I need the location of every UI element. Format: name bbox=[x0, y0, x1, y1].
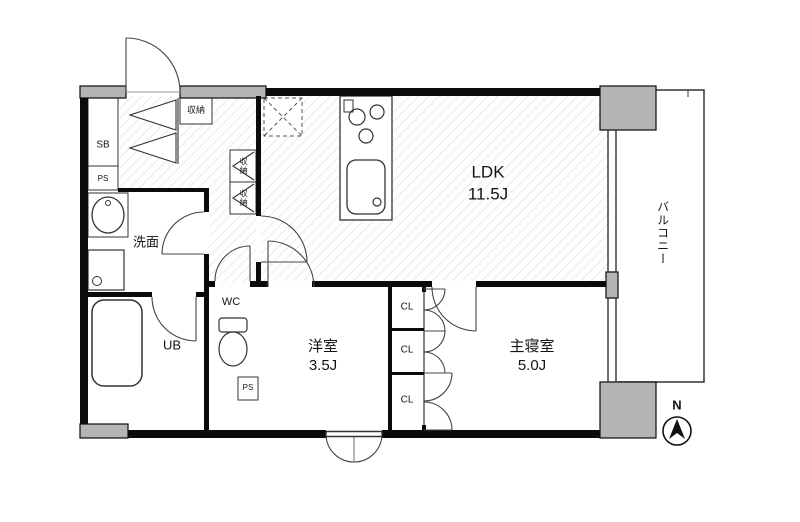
master-bedroom-name: 主寝室 bbox=[509, 337, 555, 355]
exterior-walls bbox=[80, 88, 600, 438]
entry-closet-doors bbox=[128, 98, 179, 164]
entry-storage-box bbox=[179, 97, 213, 125]
bathtub bbox=[91, 299, 143, 387]
label-pipe-space-lower: PS bbox=[242, 382, 254, 392]
label-closet-top: CL bbox=[400, 301, 414, 313]
hall-closet-doors bbox=[232, 151, 255, 213]
hall-ldk-door-arc bbox=[260, 215, 308, 263]
kitchen-counter bbox=[339, 95, 393, 221]
closet-door-arcs bbox=[423, 288, 453, 431]
sb-box bbox=[87, 97, 119, 167]
compass-icon bbox=[662, 416, 692, 446]
doors bbox=[125, 37, 477, 463]
windows bbox=[325, 129, 617, 438]
western-window-casement-arcs bbox=[325, 433, 383, 463]
master-bedroom-size: 5.0J bbox=[517, 357, 547, 374]
kitchen-unit bbox=[339, 95, 393, 221]
label-hall-storage-upper: 収納 bbox=[239, 157, 249, 175]
western-room-size: 3.5J bbox=[308, 357, 338, 374]
storage-boxes bbox=[87, 97, 259, 401]
label-closet-middle: CL bbox=[400, 344, 414, 356]
entrance-door-arc bbox=[125, 37, 181, 93]
balcony-outline bbox=[618, 89, 705, 383]
bedroom-door-arc bbox=[431, 286, 477, 332]
kitchen-sink bbox=[346, 159, 386, 215]
label-entry-storage: 収納 bbox=[186, 105, 206, 116]
ps-box-upper bbox=[87, 165, 119, 191]
room-label-washroom: 洗面 bbox=[132, 234, 160, 250]
wc-door-arc bbox=[214, 245, 251, 282]
ldk-size: 11.5J bbox=[467, 184, 509, 203]
label-balcony: バルコニー bbox=[655, 200, 670, 266]
label-compass-north: N bbox=[672, 397, 682, 413]
bath-door-arc bbox=[151, 296, 197, 342]
toilet-fixture bbox=[218, 317, 248, 367]
kitchen-grill bbox=[343, 99, 354, 113]
ps-box-lower bbox=[237, 376, 259, 401]
refrigerator-space bbox=[263, 97, 303, 137]
washing-machine-pan bbox=[87, 249, 125, 291]
western-room-name: 洋室 bbox=[307, 337, 339, 355]
western-room-door-arc bbox=[267, 240, 315, 288]
label-closet-bottom: CL bbox=[400, 394, 414, 406]
washbasin bbox=[87, 192, 129, 238]
label-shoe-box: SB bbox=[96, 139, 110, 151]
room-label-master-bedroom: 主寝室 5.0J bbox=[509, 337, 554, 375]
label-hall-storage-lower: 収納 bbox=[239, 189, 249, 207]
room-label-unit-bath: UB bbox=[162, 337, 182, 353]
ldk-name: LDK bbox=[471, 162, 505, 182]
room-label-ldk: LDK 11.5J bbox=[468, 161, 508, 205]
room-label-western-room: 洋室 3.5J bbox=[308, 337, 338, 375]
stove-burners-icon bbox=[348, 104, 385, 144]
bedroom-balcony-window bbox=[607, 297, 617, 383]
room-label-wc: WC bbox=[221, 295, 241, 308]
label-pipe-space-upper: PS bbox=[97, 173, 109, 183]
interior-walls bbox=[88, 96, 606, 430]
washroom-door-arc bbox=[161, 211, 205, 255]
ldk-balcony-window bbox=[607, 129, 617, 273]
